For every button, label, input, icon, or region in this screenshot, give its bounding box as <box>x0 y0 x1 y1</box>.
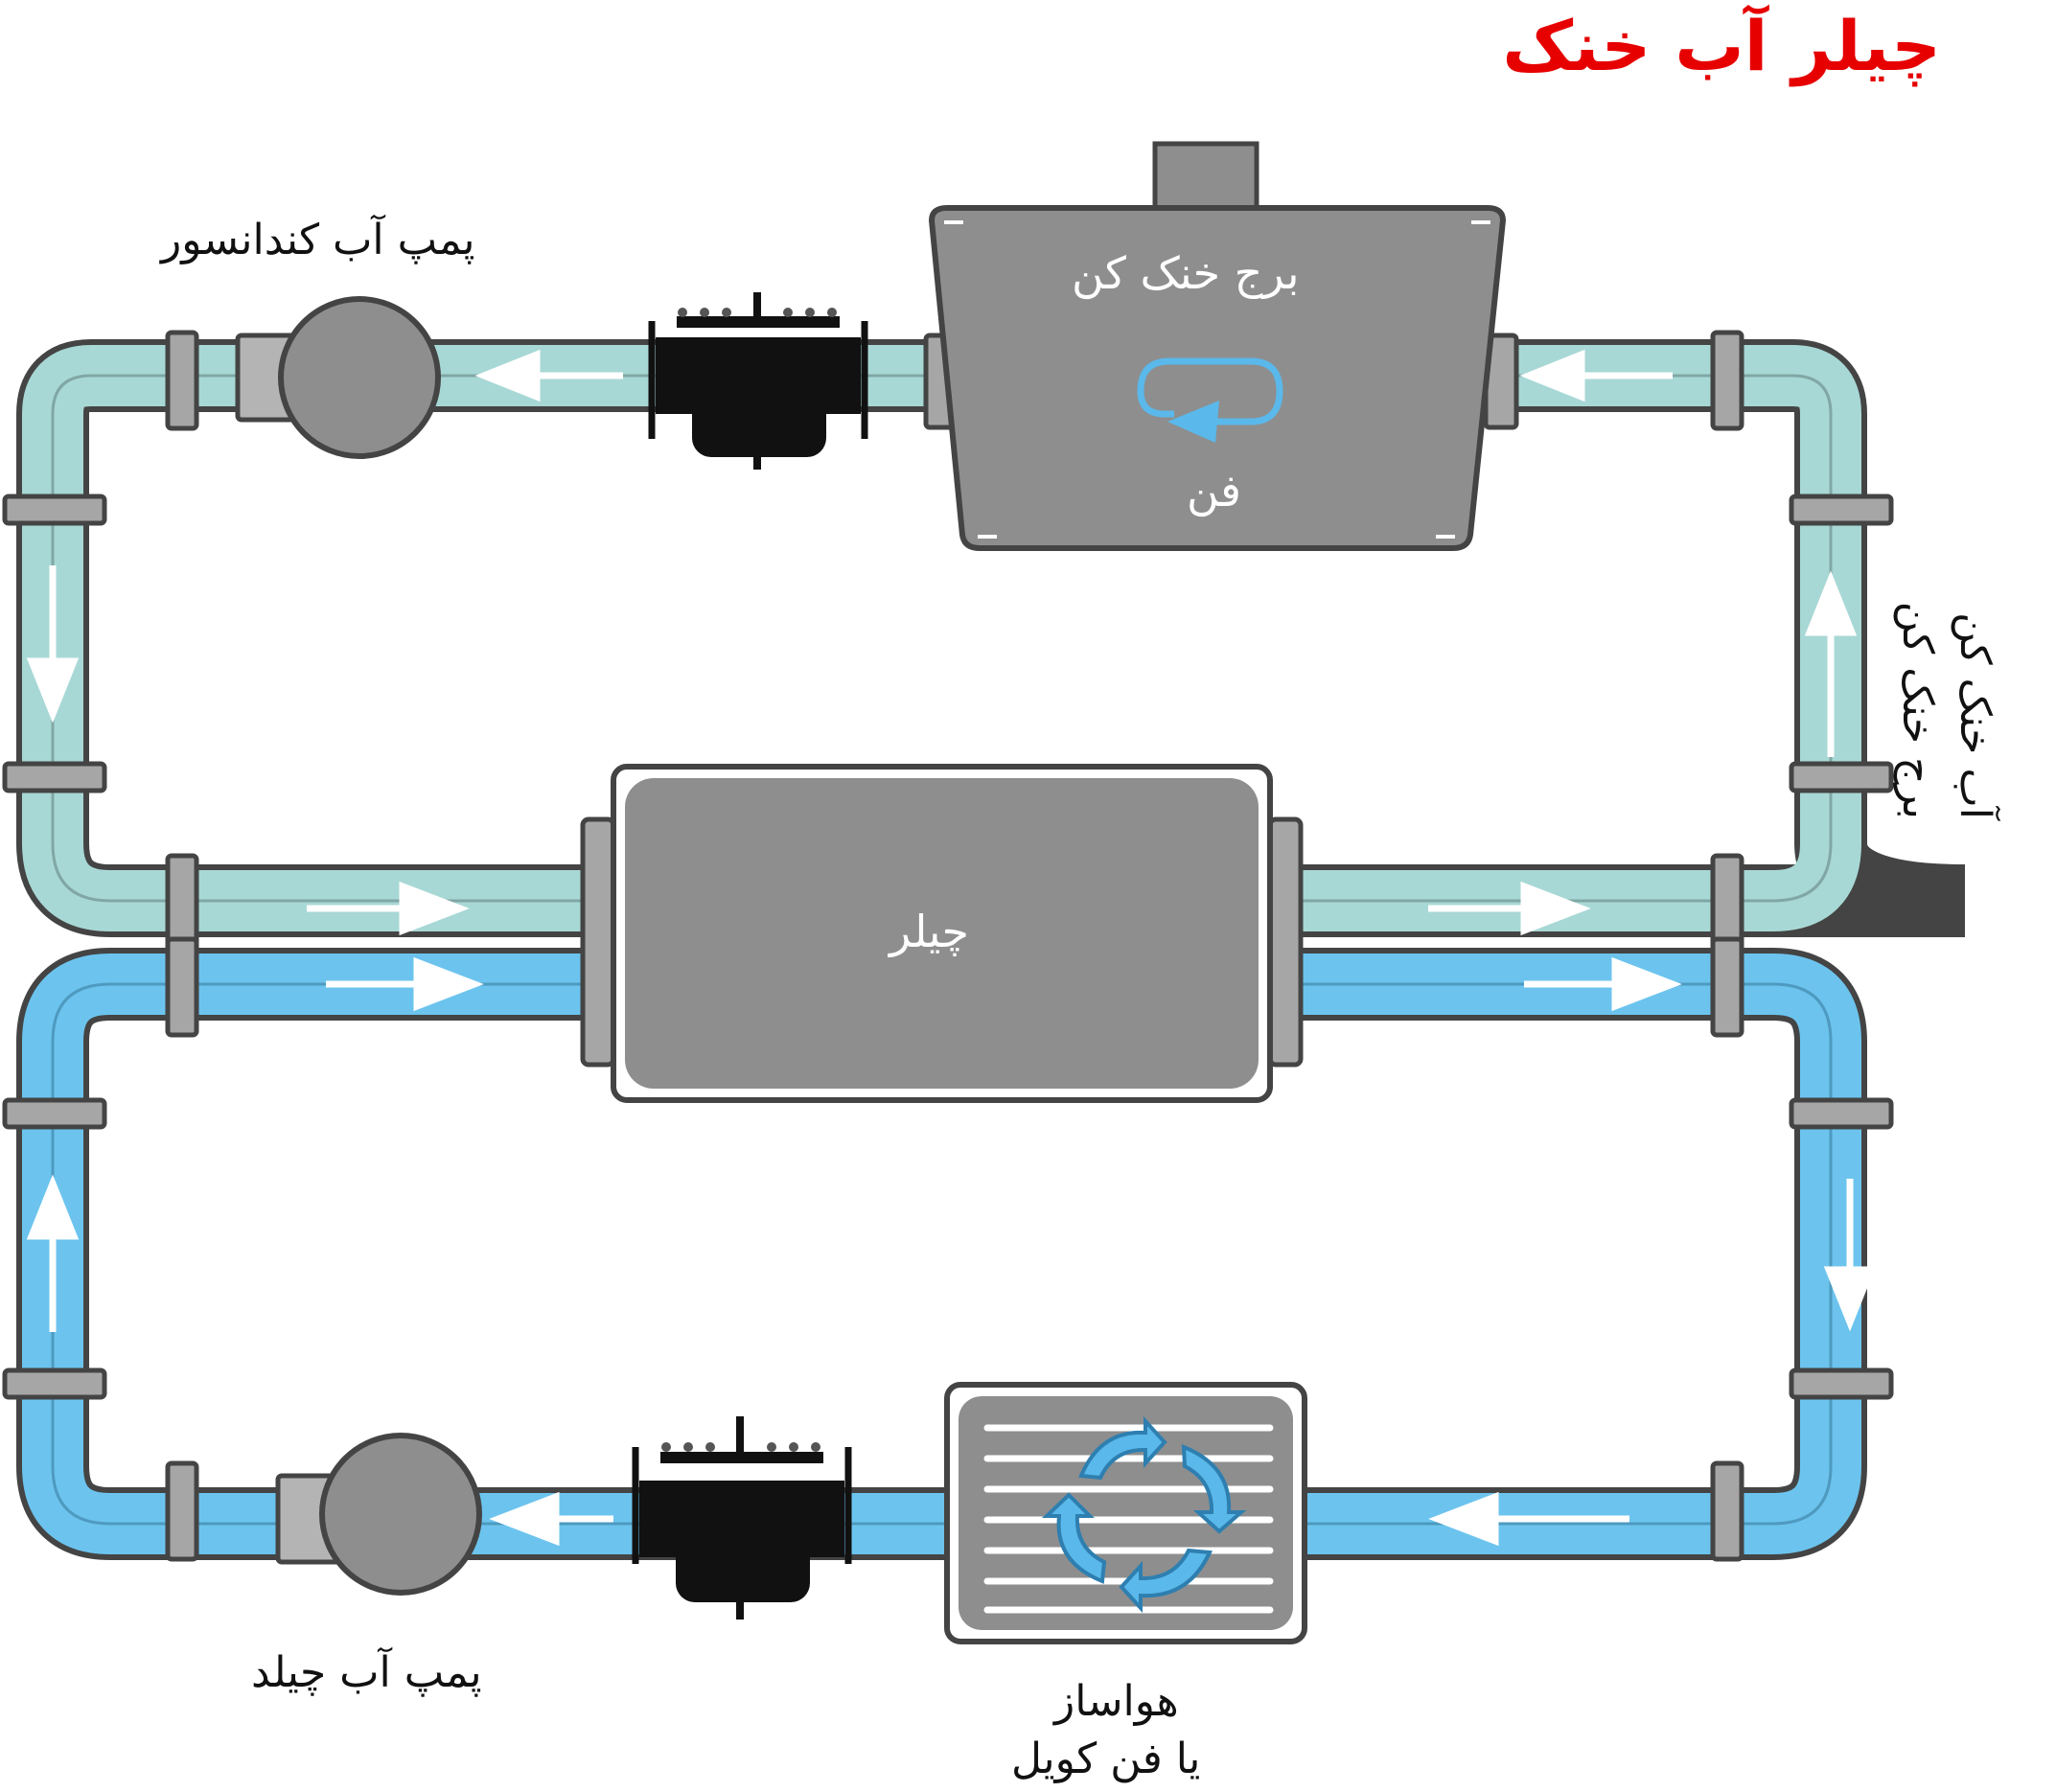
flow-arrow-mid-upper-right <box>1428 881 1591 936</box>
chilled-strainer-icon <box>632 1416 852 1620</box>
condenser-strainer-icon <box>648 292 868 470</box>
chiller[interactable] <box>580 764 1304 1103</box>
cooling-tower-stack <box>1152 141 1259 214</box>
circular-arrows-icon <box>1042 1415 1247 1614</box>
flow-arrow-mid-lower-left <box>326 956 484 1012</box>
chiller-left-header <box>580 816 616 1068</box>
chiller-body <box>625 778 1259 1089</box>
flow-arrow-right-down <box>1823 1179 1877 1332</box>
label-air-handler-line1: هواساز <box>1054 1677 1179 1726</box>
label-tower-water-line2: برج خنک کن <box>1893 601 1942 819</box>
flow-arrow-bottom-right <box>1428 1491 1629 1547</box>
label-air-handler-line2: یا فن کویل <box>1011 1735 1201 1783</box>
flow-arrow-top-right <box>1519 349 1673 402</box>
flow-arrow-right-up <box>1804 570 1858 757</box>
flow-arrow-mid-lower-right <box>1524 956 1682 1012</box>
label-chiller: چیلر <box>889 906 969 957</box>
air-handler-unit[interactable] <box>944 1382 1307 1644</box>
flow-arrow-left-down <box>26 565 80 724</box>
air-handler-body <box>959 1396 1293 1630</box>
label-cooling-tower: برج خنک کن <box>1072 247 1300 299</box>
flow-arrow-mid-upper-left <box>307 881 470 936</box>
chiller-right-header <box>1267 816 1304 1068</box>
cooling-tower[interactable] <box>923 141 1519 551</box>
cooling-tower-body <box>928 205 1507 551</box>
pipe-flanges <box>2 330 1894 1562</box>
flow-arrow-bottom-left <box>489 1491 613 1547</box>
flow-arrow-top-left <box>474 349 623 402</box>
flow-arrow-left-up <box>26 1174 80 1332</box>
chilled-water-loop <box>16 948 1867 1560</box>
flow-arrows <box>26 349 1877 1547</box>
label-fan: فن <box>1187 465 1242 517</box>
page-title: چیلر آب خنک <box>1502 6 1941 86</box>
label-chilled-pump: پمپ آب چیلد <box>251 1648 482 1697</box>
chilled-water-pump[interactable] <box>275 1433 482 1596</box>
label-condenser-pump: پمپ آب کندانسور <box>161 216 475 264</box>
condenser-water-loop <box>16 339 1966 937</box>
label-tower-water: آب خنک کن برج خنک کن <box>1888 532 2003 819</box>
fan-rotation-icon <box>1137 357 1283 443</box>
chilled-pump-icon <box>319 1433 482 1596</box>
condenser-pump-icon <box>278 296 441 459</box>
condenser-pump[interactable] <box>235 296 441 459</box>
label-tower-water-line1: آب خنک کن <box>1951 612 1999 819</box>
